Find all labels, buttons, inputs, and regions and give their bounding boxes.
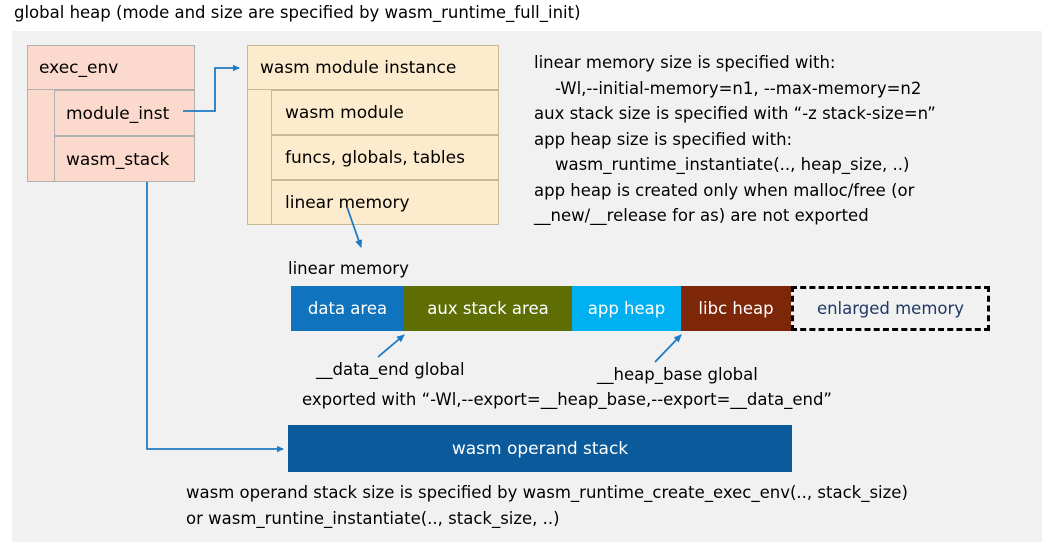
memory-segment-enlarged-memory: enlarged memory: [791, 286, 990, 331]
exec-env-row-wasm-stack-label: wasm_stack: [66, 150, 170, 170]
configuration-notes: linear memory size is specified with: -W…: [534, 53, 936, 225]
annotation-heap-base: __heap_base global: [597, 365, 758, 384]
memory-segment-data-area: data area: [291, 286, 404, 331]
module-instance-row-funcs-globals-tables: funcs, globals, tables: [271, 135, 499, 180]
module-instance-header-label: wasm module instance: [260, 58, 457, 78]
exec-env-header-label: exec_env: [39, 58, 119, 78]
module-instance-row-linear-memory: linear memory: [271, 180, 499, 225]
exec-env-row-module-inst: module_inst: [54, 90, 195, 136]
module-instance-header: wasm module instance: [247, 45, 499, 90]
annotation-data-end: __data_end global: [316, 360, 465, 379]
memory-segment-libc-heap-label: libc heap: [698, 299, 774, 318]
memory-segment-libc-heap: libc heap: [681, 286, 791, 331]
linear-memory-caption: linear memory: [288, 259, 409, 278]
memory-segment-app-heap: app heap: [572, 286, 681, 331]
exec-env-row-wasm-stack: wasm_stack: [54, 136, 195, 182]
memory-segment-data-area-label: data area: [307, 299, 388, 318]
memory-segment-enlarged-memory-label: enlarged memory: [816, 299, 965, 318]
wasm-operand-stack-bar: wasm operand stack: [288, 425, 792, 472]
module-instance-row-wasm-module: wasm module: [271, 90, 499, 135]
operand-stack-note: wasm operand stack size is specified by …: [186, 483, 908, 528]
exec-env-row-module-inst-label: module_inst: [66, 104, 170, 124]
wasm-operand-stack-label: wasm operand stack: [451, 438, 629, 459]
memory-segment-aux-stack-area-label: aux stack area: [427, 299, 549, 318]
module-instance-row-funcs-globals-tables-label: funcs, globals, tables: [285, 148, 465, 168]
memory-segment-aux-stack-area: aux stack area: [404, 286, 572, 331]
page-title: global heap (mode and size are specified…: [14, 3, 581, 22]
annotation-exported-with: exported with “-Wl,--export=__heap_base,…: [302, 390, 832, 409]
exec-env-header: exec_env: [27, 45, 195, 90]
module-instance-row-linear-memory-label: linear memory: [285, 193, 410, 213]
memory-segment-app-heap-label: app heap: [587, 299, 666, 318]
module-instance-row-wasm-module-label: wasm module: [285, 103, 404, 123]
